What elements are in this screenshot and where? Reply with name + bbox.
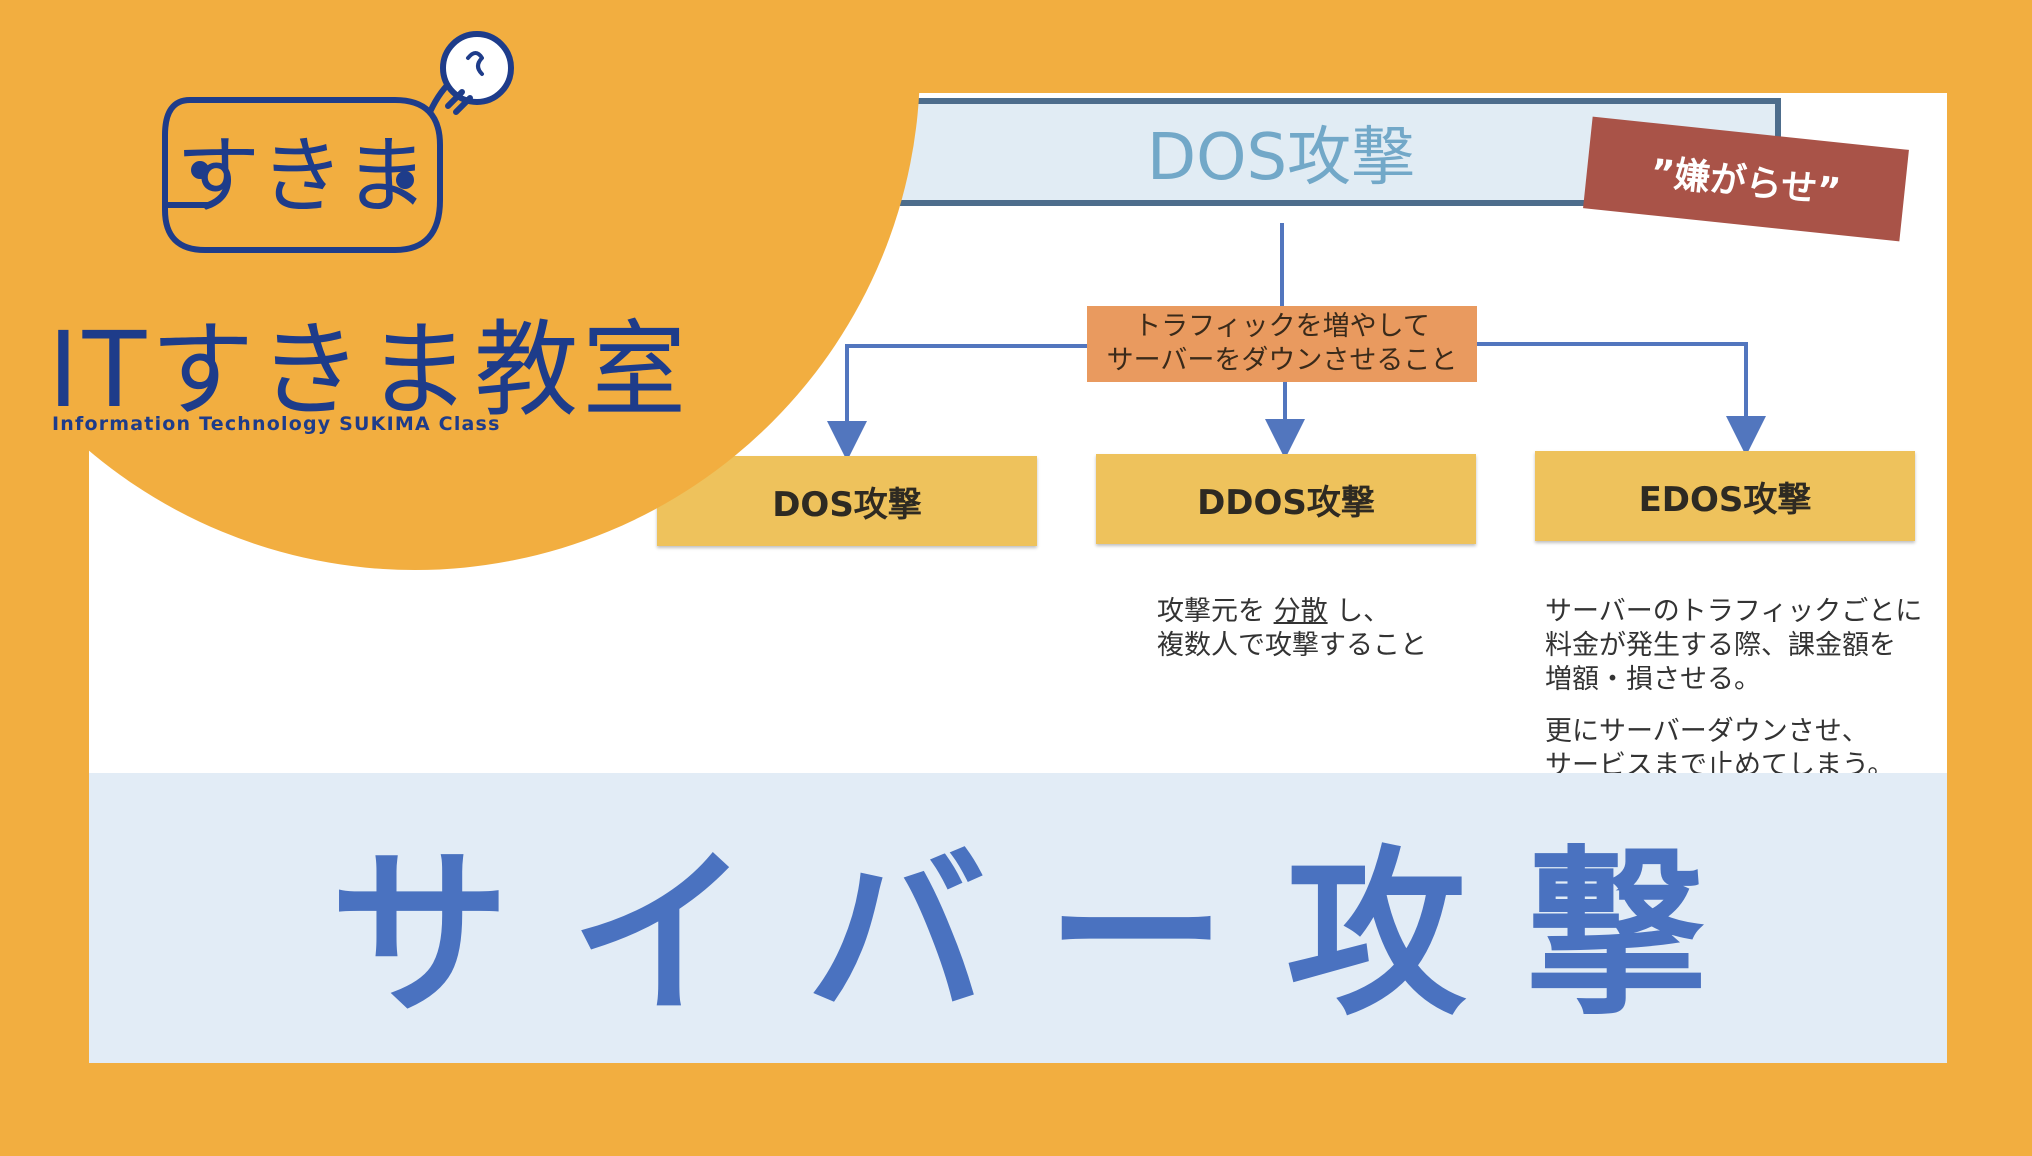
edos-desc-line-4: 更にサーバーダウンさせ、 [1545, 716, 1869, 747]
edos-desc-line-1: サーバーのトラフィックごとに [1545, 596, 1923, 627]
definition-line-2: サーバーをダウンさせること [1106, 345, 1458, 376]
definition-line-1: トラフィックを増やして [1134, 311, 1430, 342]
logo-tagline: Information Technology SUKIMA Class [52, 413, 501, 435]
dos-box-label: DOS攻撃 [772, 484, 922, 525]
edos-box-label: EDOS攻撃 [1638, 479, 1812, 520]
edos-desc-line-2: 料金が発生する際、課金額を [1545, 630, 1896, 661]
edos-desc-line-3: 増額・損させる。 [1545, 664, 1761, 695]
logo-badge-text: すきま [176, 127, 428, 225]
logo: すきま ITすきま教室 Information Technology SUKIM… [0, 0, 686, 520]
diagram-connectors [827, 223, 1766, 461]
ddos-description: 攻撃元を 分散 し、 複数人で攻撃すること [1157, 595, 1427, 663]
ddos-desc-line-2: 複数人で攻撃すること [1157, 630, 1427, 661]
page-title: サイバー攻撃 [329, 830, 1767, 1040]
ddos-box: DDOS攻撃 [1096, 454, 1476, 544]
ddos-desc-underlined: 分散 [1273, 596, 1328, 627]
edos-box: EDOS攻撃 [1535, 451, 1915, 541]
slide-frame: DOS攻撃 ”嫌がらせ” トラフィックを増やして サーバーをダウンさせること D… [89, 93, 1947, 1063]
connector-to-dos [827, 344, 1087, 461]
ddos-desc-line-1: 攻撃元を 分散 し、 [1157, 595, 1427, 629]
lightbulb-badge-icon: すきま [162, 31, 514, 253]
ddos-desc-text: 攻撃元を [1157, 596, 1274, 627]
dos-box: DOS攻撃 [657, 456, 1037, 546]
ddos-desc-text-end: し、 [1327, 596, 1391, 627]
harassment-tag-label: ”嫌がらせ” [1648, 152, 1843, 213]
ddos-box-label: DDOS攻撃 [1197, 482, 1375, 523]
edos-description: サーバーのトラフィックごとに 料金が発生する際、課金額を 増額・損させる。 更に… [1545, 595, 1922, 783]
connector-to-edos [1477, 342, 1766, 456]
title-band: サイバー攻撃 [89, 773, 1947, 1063]
logo-brand: ITすきま教室 [48, 309, 691, 431]
definition-box: トラフィックを増やして サーバーをダウンさせること [1087, 306, 1477, 382]
dos-attack-header-label: DOS攻撃 [1146, 121, 1416, 195]
